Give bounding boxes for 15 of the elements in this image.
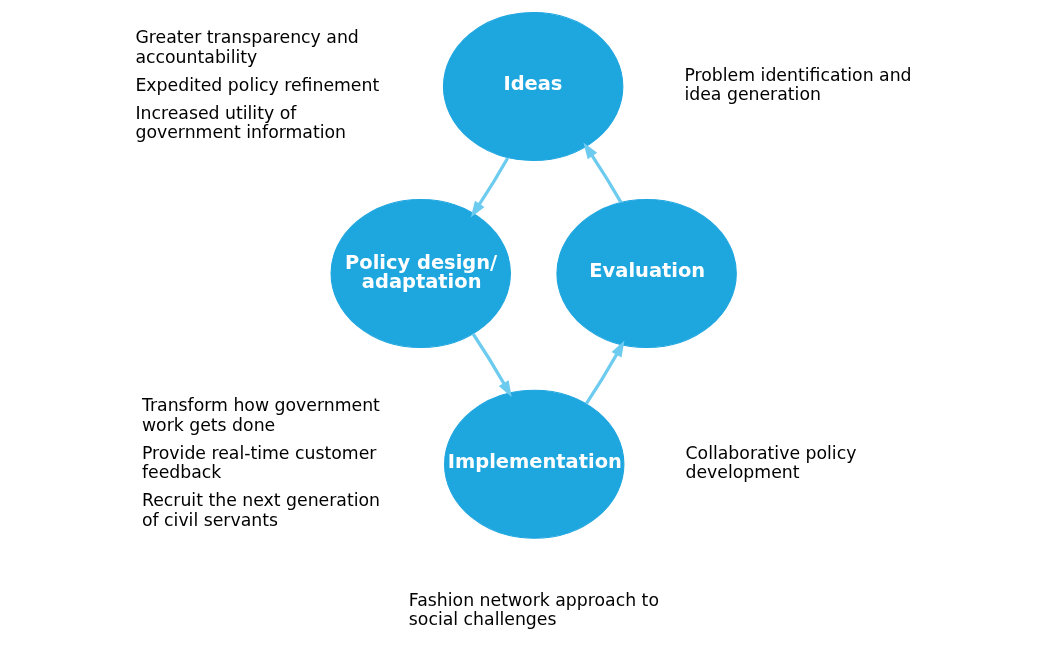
arrow xyxy=(582,142,622,204)
arrow xyxy=(470,157,509,218)
arrow xyxy=(471,332,512,398)
label: Greater transparency and accountability xyxy=(134,27,359,67)
label: Transform how government work gets done xyxy=(141,395,380,435)
label: Provide real-time customer feedback xyxy=(141,442,376,483)
label: Problem identification and idea generation xyxy=(683,64,912,105)
node-ellipse: Evaluation xyxy=(555,198,737,349)
label: Collaborative policy development xyxy=(685,442,856,483)
label: Expedited policy refinement xyxy=(134,74,379,95)
label: Increased utility of government information xyxy=(134,102,346,143)
node-ellipse: Implementation xyxy=(443,389,624,539)
arrow xyxy=(584,340,624,405)
label: Fashion network approach to social challenges xyxy=(408,589,659,630)
label: Recruit the next generation of civil servants xyxy=(141,490,380,530)
